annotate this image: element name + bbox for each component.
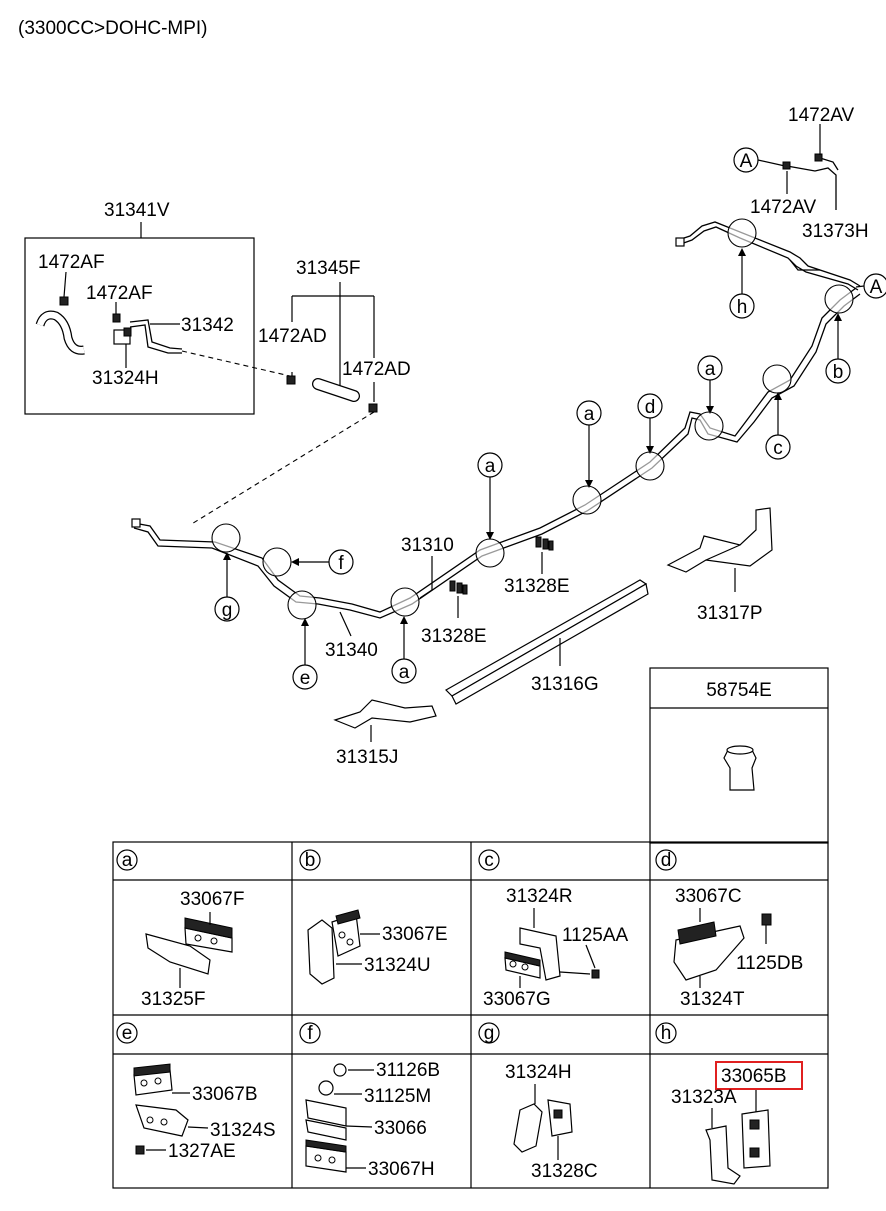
clip-1472AV[interactable]	[782, 161, 791, 170]
svg-text:f: f	[338, 553, 344, 574]
part-label-1472AD[interactable]: 1472AD	[342, 359, 411, 380]
part-label-31328E[interactable]: 31328E	[421, 626, 487, 647]
part-label-31324S[interactable]: 31324S	[210, 1120, 276, 1141]
part-label-1472AF[interactable]: 1472AF	[86, 283, 153, 304]
grid-key-d: d	[661, 850, 672, 871]
part-label-1472AV[interactable]: 1472AV	[750, 197, 817, 218]
part-label-31317P[interactable]: 31317P	[697, 603, 763, 624]
grid-key-f: f	[307, 1023, 313, 1044]
part-label-31125M[interactable]: 31125M	[364, 1086, 431, 1107]
svg-text:a: a	[399, 662, 410, 683]
part-label-33067B[interactable]: 33067B	[192, 1084, 258, 1105]
hose-31345F: 31345F 1472AD 1472AD	[258, 258, 411, 413]
part-label-31328E[interactable]: 31328E	[504, 576, 570, 597]
svg-text:A: A	[870, 277, 883, 298]
part-label-31324T[interactable]: 31324T	[680, 989, 745, 1010]
part-box-58754E: 58754E	[649, 667, 829, 844]
clip-31328E: 31328E 31328E	[421, 536, 570, 647]
part-label-31315J[interactable]: 31315J	[336, 747, 398, 768]
part-label-31345F[interactable]: 31345F	[296, 258, 360, 279]
svg-text:a: a	[485, 456, 496, 477]
part-label-33067G[interactable]: 33067G	[483, 989, 551, 1010]
clip-1472AV-upper[interactable]	[814, 153, 823, 162]
grid-key-b: b	[305, 850, 316, 871]
svg-text:a: a	[584, 404, 595, 425]
part-label-33065B[interactable]: 33065B	[721, 1066, 787, 1087]
part-label-31324H[interactable]: 31324H	[505, 1062, 572, 1083]
part-label-58754E[interactable]: 58754E	[706, 680, 772, 701]
part-label-31324R[interactable]: 31324R	[506, 886, 573, 907]
highlight-box	[715, 1061, 803, 1090]
grid-key-a: a	[122, 850, 133, 871]
part-label-1472AV[interactable]: 1472AV	[788, 105, 855, 126]
part-label-31341V[interactable]: 31341V	[104, 200, 170, 221]
part-label-1472AF[interactable]: 1472AF	[38, 252, 105, 273]
part-label-31325F[interactable]: 31325F	[141, 989, 205, 1010]
part-label-1327AE[interactable]: 1327AE	[168, 1141, 236, 1162]
svg-text:b: b	[833, 362, 844, 383]
clip-location-markers	[211, 218, 854, 620]
part-label-31324H[interactable]: 31324H	[92, 368, 159, 389]
part-label-1472AD[interactable]: 1472AD	[258, 326, 327, 347]
svg-text:g: g	[222, 600, 233, 621]
part-label-31323A[interactable]: 31323A	[671, 1087, 737, 1108]
grid-key-h: h	[661, 1023, 672, 1044]
part-label-31328C[interactable]: 31328C	[531, 1161, 598, 1182]
part-label-33067E[interactable]: 33067E	[382, 924, 448, 945]
callouts: A h b a d c a a f g e a	[214, 248, 886, 690]
grid-key-e: e	[122, 1023, 133, 1044]
part-label-33066[interactable]: 33066	[374, 1118, 427, 1139]
grid-key-g: g	[484, 1023, 495, 1044]
grid-key-c: c	[484, 850, 494, 871]
part-label-31324U[interactable]: 31324U	[364, 955, 431, 976]
svg-text:c: c	[773, 438, 783, 459]
rail-31316G: 31316G	[445, 579, 649, 705]
svg-text:a: a	[705, 359, 716, 380]
part-label-31373H[interactable]: 31373H	[802, 221, 869, 242]
part-label-31316G[interactable]: 31316G	[531, 674, 599, 695]
part-label-33067C[interactable]: 33067C	[675, 886, 742, 907]
diagram-title: (3300CC>DOHC-MPI)	[18, 18, 208, 39]
part-label-31310[interactable]: 31310	[401, 535, 454, 556]
kit-31341V: 31341V 1472AF 1472AF 31342 31324H	[24, 200, 255, 415]
clip-detail-grid: a b c d e f g h 33067F 31325F 33067E 313…	[112, 841, 829, 1189]
part-label-33067F[interactable]: 33067F	[180, 889, 244, 910]
svg-text:h: h	[737, 297, 748, 318]
svg-text:d: d	[645, 397, 656, 418]
part-label-31126B[interactable]: 31126B	[376, 1060, 440, 1081]
part-label-31340[interactable]: 31340	[325, 640, 378, 661]
part-label-1125DB[interactable]: 1125DB	[736, 953, 803, 974]
bracket-31317P: 31317P	[666, 507, 773, 624]
part-label-33067H[interactable]: 33067H	[368, 1159, 435, 1180]
part-label-1125AA[interactable]: 1125AA	[562, 925, 629, 946]
part-label-31342[interactable]: 31342	[181, 315, 234, 336]
svg-text:e: e	[300, 668, 311, 689]
bracket-31315J: 31315J	[333, 699, 437, 768]
detail-A-group: A 1472AV 1472AV 31373H	[733, 105, 869, 242]
ref-letter: A	[740, 151, 753, 172]
